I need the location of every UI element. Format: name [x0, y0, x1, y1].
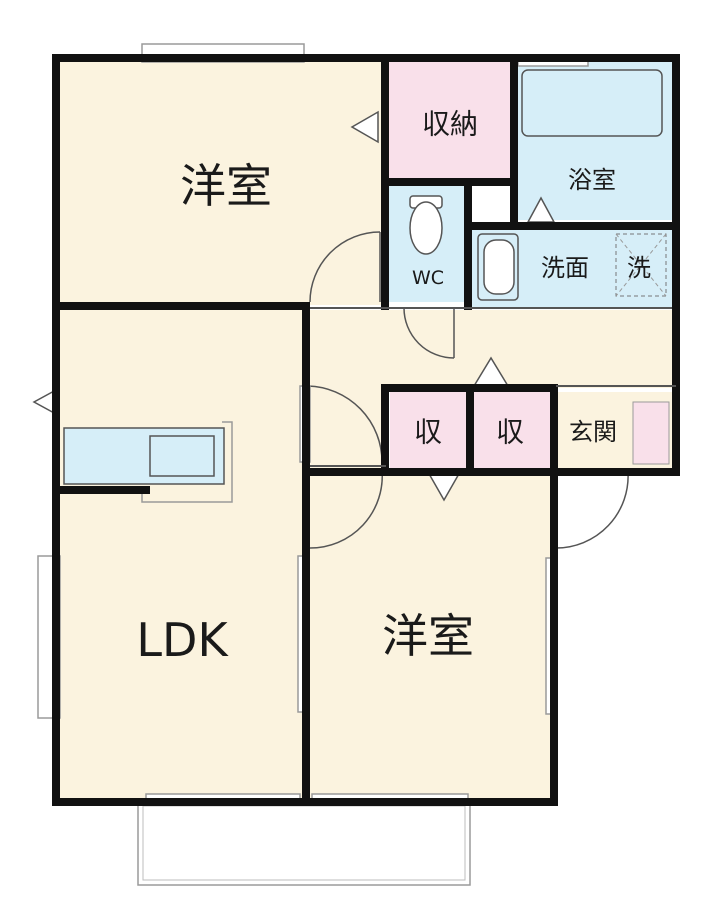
storage-top: [388, 62, 512, 180]
toilet-bowl-icon: [409, 201, 443, 255]
hall-lower: [308, 388, 386, 472]
washing-machine-icon-diag1: [615, 233, 667, 297]
western-room-bottom-label: 洋室: [382, 609, 474, 663]
balcony-inner: [142, 805, 466, 881]
washing-machine-icon: [615, 233, 667, 297]
closet-right: [474, 392, 550, 468]
entry-markers: [32, 110, 556, 502]
western-room-top: [60, 62, 385, 305]
toilet-label: WC: [412, 267, 444, 289]
wash-bowl-icon: [483, 239, 515, 295]
closet-left: [390, 392, 468, 468]
entrance-label: 玄関: [569, 418, 617, 446]
shoe-cabinet: [632, 401, 670, 465]
washroom-label: 洗面: [541, 254, 589, 282]
ldk-label: LDK: [136, 613, 229, 667]
sink-icon: [149, 435, 215, 477]
ldk-room: [60, 310, 303, 798]
bath-label: 浴室: [568, 166, 616, 194]
western-room-top-label: 洋室: [180, 159, 272, 213]
kitchen-counter: [63, 427, 225, 485]
closet-right-label: 収: [496, 416, 524, 449]
balcony: [137, 800, 471, 886]
bathtub-icon: [521, 69, 663, 137]
door-swings: [307, 231, 629, 549]
laundry-label: 洗: [627, 254, 651, 282]
walls: [52, 54, 680, 806]
storage-top-label: 収納: [422, 108, 478, 141]
closet-left-label: 収: [414, 416, 442, 449]
thin-walls: [310, 307, 676, 467]
counter-edge: [141, 421, 233, 503]
washing-machine-icon-diag2: [615, 233, 667, 297]
western-room-bottom: [308, 472, 550, 798]
